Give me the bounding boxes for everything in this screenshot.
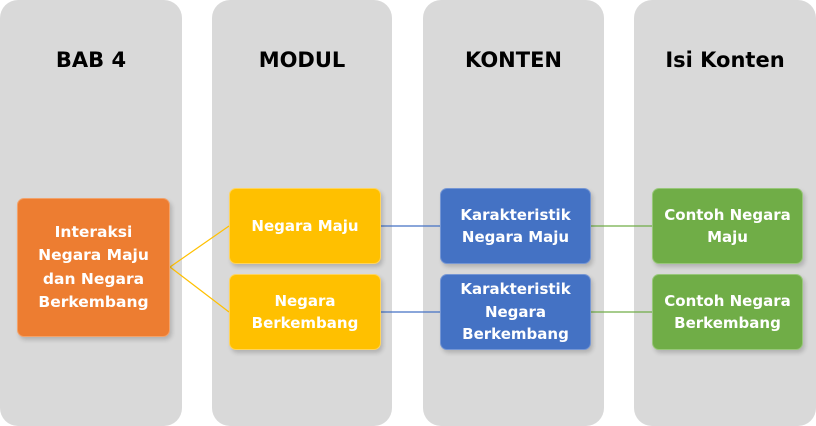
node-root-interaksi: Interaksi Negara Maju dan Negara Berkemb… [17,198,170,337]
node-negara-maju: Negara Maju [229,188,381,264]
node-root-label: Interaksi Negara Maju dan Negara Berkemb… [38,223,149,311]
node-karakteristik-negara-maju: Karakteristik Negara Maju [440,188,591,264]
column-title-konten: KONTEN [464,48,562,72]
node-karakteristik-negara-berkembang-label: Karakteristik Negara Berkembang [460,280,571,344]
node-contoh-negara-maju-label: Contoh Negara Maju [664,205,791,247]
node-contoh-negara-berkembang-label: Contoh Negara Berkembang [664,291,791,333]
node-negara-berkembang-label: Negara Berkembang [251,291,359,333]
column-title-bab: BAB 4 [55,48,127,72]
node-contoh-negara-maju: Contoh Negara Maju [652,188,803,264]
node-negara-maju-label: Negara Maju [251,216,359,235]
node-negara-berkembang: Negara Berkembang [229,274,381,350]
node-karakteristik-negara-berkembang: Karakteristik Negara Berkembang [440,274,591,350]
column-title-isi-konten: Isi Konten [665,48,785,72]
node-contoh-negara-berkembang: Contoh Negara Berkembang [652,274,803,350]
column-title-modul: MODUL [258,48,346,72]
node-karakteristik-negara-maju-label: Karakteristik Negara Maju [460,205,571,247]
